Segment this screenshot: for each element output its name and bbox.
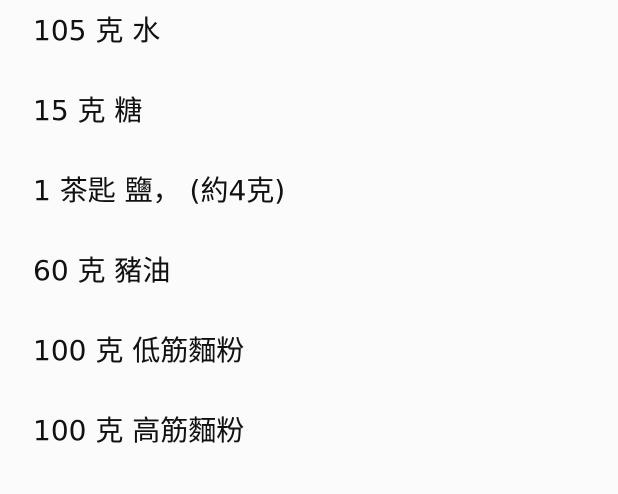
ingredient-text: 105 克 水 xyxy=(33,14,161,47)
ingredient-text: 15 克 糖 xyxy=(33,94,143,127)
ingredient-text: 100 克 低筋麵粉 xyxy=(33,334,245,367)
ingredient-item-sugar: 15 克 糖 xyxy=(33,92,285,172)
ingredient-item-water: 105 克 水 xyxy=(33,12,285,92)
ingredient-text: 1 茶匙 鹽， (約4克) xyxy=(33,174,286,207)
ingredient-item-lard: 60 克 豬油 xyxy=(33,252,285,332)
ingredient-item-bread-flour: 100 克 高筋麵粉 xyxy=(33,412,285,492)
ingredient-text: 100 克 高筋麵粉 xyxy=(33,414,245,447)
ingredient-item-cake-flour: 100 克 低筋麵粉 xyxy=(33,332,285,412)
ingredient-text: 60 克 豬油 xyxy=(33,254,171,287)
ingredient-list: 105 克 水 15 克 糖 1 茶匙 鹽， (約4克) 60 克 豬油 100… xyxy=(33,12,285,492)
ingredient-item-salt: 1 茶匙 鹽， (約4克) xyxy=(33,172,285,252)
